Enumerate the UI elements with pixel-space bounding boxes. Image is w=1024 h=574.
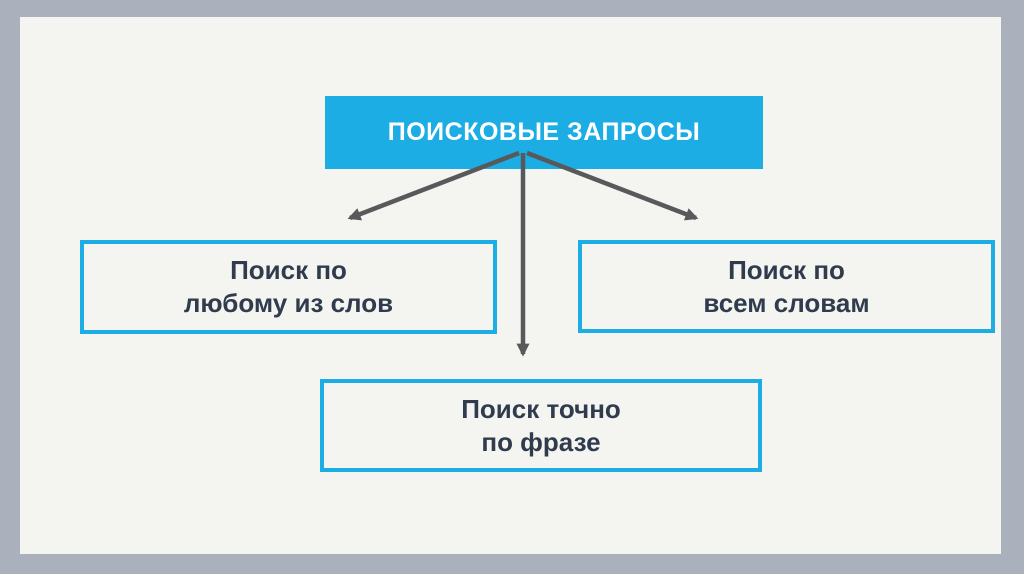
slide-canvas: ПОИСКОВЫЕ ЗАПРОСЫ Поиск по любому из сло… (20, 17, 1001, 554)
node-search-all-words: Поиск по всем словам (578, 240, 995, 333)
node-search-any-word: Поиск по любому из слов (80, 240, 497, 334)
node-search-all-words-line2: всем словам (703, 287, 870, 318)
root-node-search-queries: ПОИСКОВЫЕ ЗАПРОСЫ (325, 96, 763, 169)
node-search-all-words-line1: Поиск по (728, 254, 845, 285)
node-search-any-word-line2: любому из слов (183, 288, 394, 318)
root-node-label: ПОИСКОВЫЕ ЗАПРОСЫ (387, 118, 701, 146)
node-search-exact-phrase-line1: Поиск точно (461, 393, 621, 424)
node-search-exact-phrase-line2: по фразе (481, 426, 601, 457)
node-search-exact-phrase: Поиск точно по фразе (320, 379, 762, 472)
node-search-any-word-line1: Поиск по (230, 255, 347, 285)
